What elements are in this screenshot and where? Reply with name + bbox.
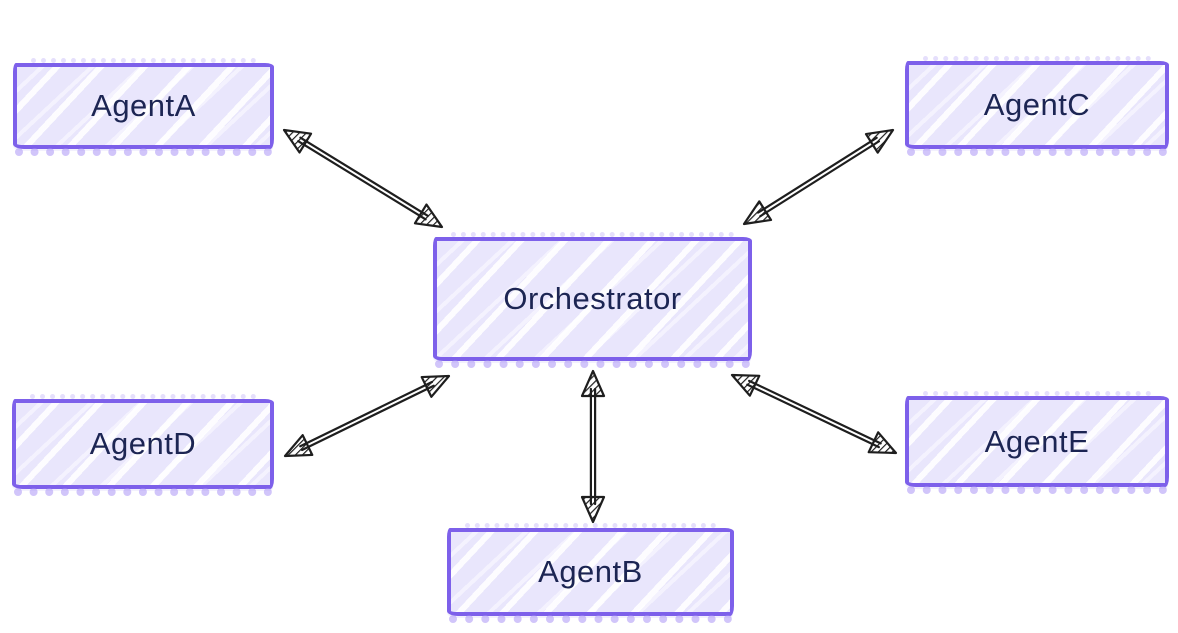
node-agent-b-label: AgentB [538, 554, 643, 589]
node-agent-d-label: AgentD [89, 426, 197, 461]
node-agent-a[interactable]: AgentA [13, 58, 274, 156]
node-agent-b[interactable]: AgentB [447, 523, 734, 623]
node-agent-c-label: AgentC [983, 87, 1091, 122]
node-agent-c[interactable]: AgentC [905, 56, 1169, 156]
edge-agent-b-orchestrator[interactable] [580, 369, 606, 524]
edge-agent-d-orchestrator[interactable] [283, 374, 451, 458]
node-agent-e-label: AgentE [984, 423, 1090, 459]
node-orchestrator-label: Orchestrator [503, 281, 682, 316]
edge-agent-c-orchestrator[interactable] [742, 128, 895, 226]
node-orchestrator[interactable]: Orchestrator [433, 232, 752, 368]
node-agent-d[interactable]: AgentD [12, 394, 274, 496]
edge-agent-a-orchestrator[interactable] [282, 128, 444, 229]
edge-agent-e-orchestrator[interactable] [730, 373, 898, 455]
node-agent-a-label: AgentA [91, 88, 196, 123]
node-agent-e[interactable]: AgentE [905, 391, 1169, 494]
